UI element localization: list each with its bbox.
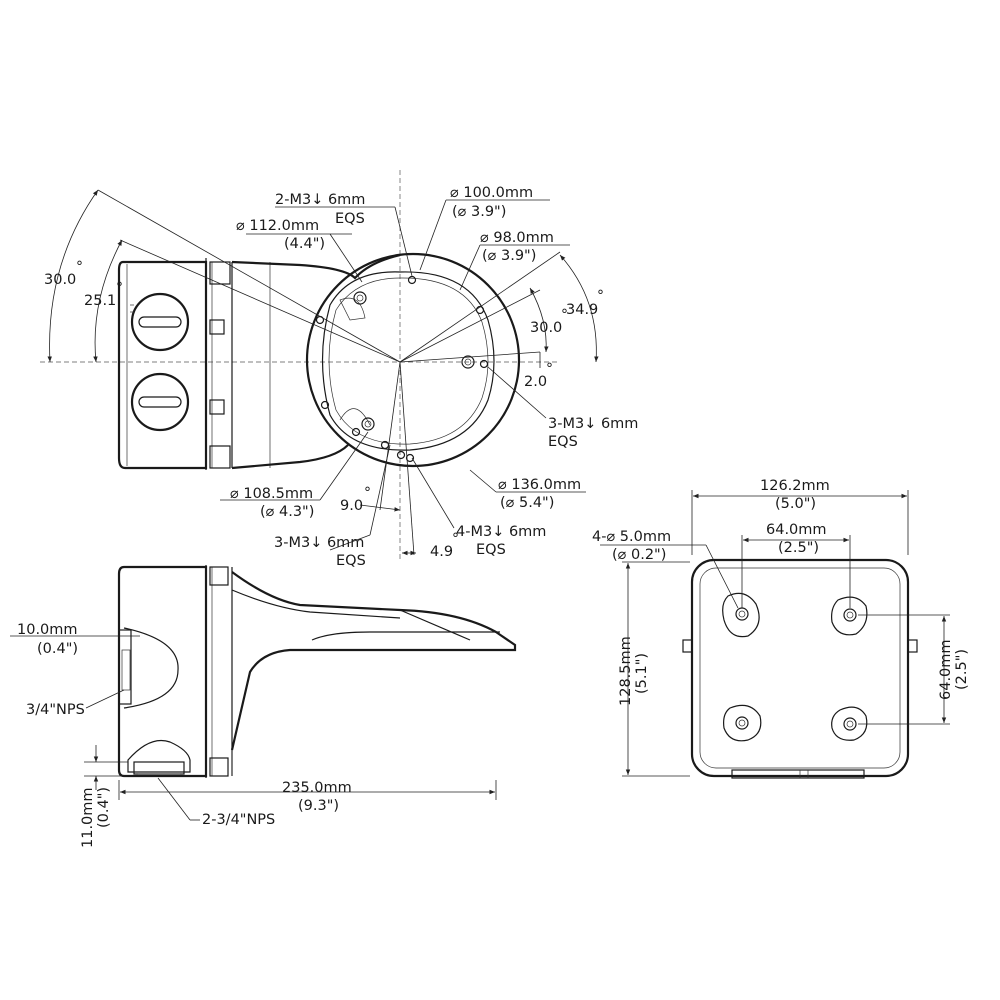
angle-30-right-label: 30.0 — [530, 320, 562, 336]
m3-2-eqs-label: EQS — [335, 211, 365, 227]
dim-10mm-label: 10.0mm — [17, 622, 78, 638]
hole-diameter-label: 4-⌀ 5.0mm — [592, 529, 671, 545]
degree-symbol: ° — [116, 280, 123, 296]
m3-3-bottom-eqs-label: EQS — [336, 553, 366, 569]
side-view: 10.0mm (0.4") 3/4"NPS 11.0mm (0.4") 235.… — [10, 565, 517, 848]
angle-2-label: 2.0 — [524, 374, 547, 390]
mounting-flange — [305, 252, 521, 468]
m3-3-right-label: 3-M3↓ 6mm — [548, 416, 638, 432]
angle-25-1-label: 25.1 — [84, 293, 116, 309]
angle-30-left-label: 30.0 — [44, 272, 76, 288]
hole-diameter-inch-label: (⌀ 0.2") — [612, 547, 666, 563]
dim-64mm-right-inch-label: (2.5") — [954, 649, 970, 690]
dim-64mm-right-label: 64.0mm — [938, 639, 954, 700]
diameter-136-label: ⌀ 136.0mm — [498, 477, 581, 493]
degree-symbol: ° — [597, 288, 604, 304]
angle-4-9-label: 4.9 — [430, 544, 453, 560]
degree-symbol: ° — [546, 361, 553, 377]
dim-235mm-label: 235.0mm — [282, 780, 352, 796]
degree-symbol: ° — [364, 485, 371, 501]
diameter-98-inch-label: (⌀ 3.9") — [482, 248, 536, 264]
m3-4-label: 4-M3↓ 6mm — [456, 524, 546, 540]
top-view: 30.0 ° 25.1 ° 2-M3↓ 6mm EQS ⌀ 112.0mm (4… — [40, 170, 638, 569]
diameter-100-label: ⌀ 100.0mm — [450, 185, 533, 201]
dim-64mm-top-inch-label: (2.5") — [778, 540, 819, 556]
dim-10mm-inch-label: (0.4") — [37, 641, 78, 657]
diameter-100-inch-label: (⌀ 3.9") — [452, 204, 506, 220]
diameter-112-inch-label: (4.4") — [284, 236, 325, 252]
junction-box-top — [117, 258, 271, 470]
back-plate — [690, 558, 910, 778]
conduit-plug-upper — [130, 292, 190, 352]
diameter-112-label: ⌀ 112.0mm — [236, 218, 319, 234]
box-side — [117, 565, 208, 778]
diameter-98-label: ⌀ 98.0mm — [480, 230, 554, 246]
dim-235mm-inch-label: (9.3") — [298, 798, 339, 814]
degree-symbol: ° — [76, 259, 83, 275]
degree-symbol: ° — [452, 531, 459, 547]
arm-bottom-edge — [231, 444, 349, 470]
back-view: 126.2mm (5.0") 4-⌀ 5.0mm (⌀ 0.2") 64.0mm… — [592, 478, 970, 779]
m3-3-bottom-label: 3-M3↓ 6mm — [274, 535, 364, 551]
m3-4-eqs-label: EQS — [476, 542, 506, 558]
angle-34-9-label: 34.9 — [566, 302, 598, 318]
dim-11mm-inch-label: (0.4") — [96, 787, 112, 828]
dim-126mm-inch-label: (5.0") — [775, 496, 816, 512]
dim-64mm-top-label: 64.0mm — [766, 522, 827, 538]
nps-2-3-4-label: 2-3/4"NPS — [202, 812, 275, 828]
dim-128mm-label: 128.5mm — [618, 636, 634, 706]
diameter-108-inch-label: (⌀ 4.3") — [260, 504, 314, 520]
m3-3-right-eqs-label: EQS — [548, 434, 578, 450]
diameter-108-label: ⌀ 108.5mm — [230, 486, 313, 502]
diameter-136-inch-label: (⌀ 5.4") — [500, 495, 554, 511]
nps-3-4-label: 3/4"NPS — [26, 702, 85, 718]
conduit-plug-lower — [130, 372, 190, 432]
angle-9-label: 9.0 — [340, 498, 363, 514]
dim-11mm-label: 11.0mm — [80, 787, 96, 848]
m3-2-holes-label: 2-M3↓ 6mm — [275, 192, 365, 208]
dim-126mm-label: 126.2mm — [760, 478, 830, 494]
arm-top-edge — [231, 253, 401, 280]
dim-128mm-inch-label: (5.1") — [634, 653, 650, 694]
arm-side — [230, 571, 517, 751]
degree-symbol: ° — [561, 307, 568, 323]
